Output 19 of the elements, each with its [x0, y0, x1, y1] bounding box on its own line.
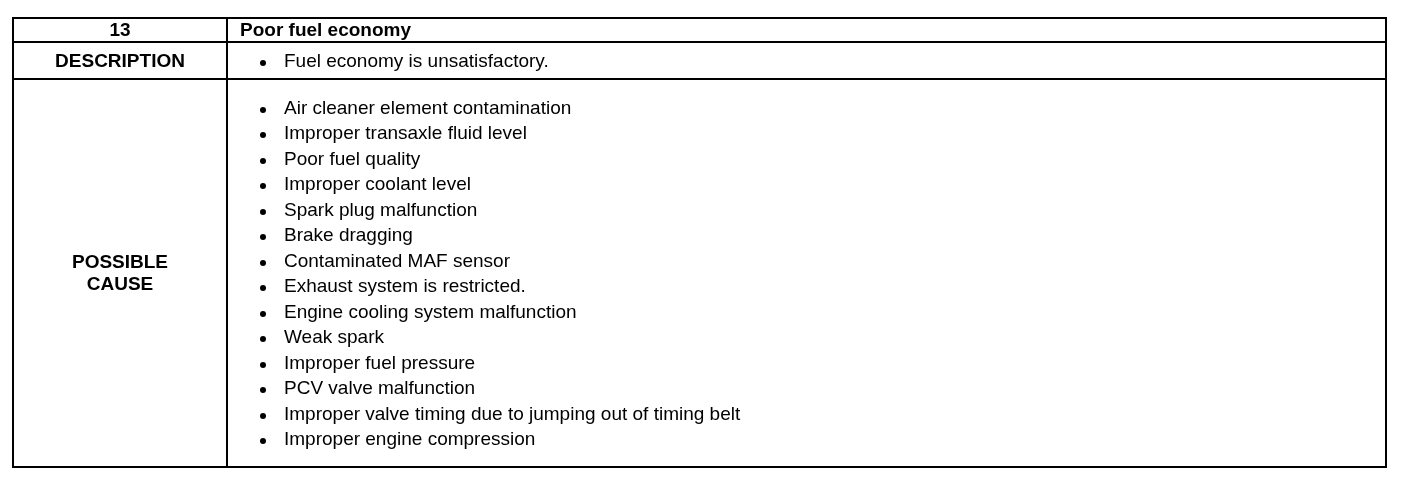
list-item: Poor fuel quality: [258, 147, 421, 169]
list-item: Weak spark: [258, 326, 384, 347]
list-item: Spark plug malfunction: [258, 198, 478, 220]
list-item: Air cleaner element contamination: [258, 96, 572, 118]
list-item: Improper coolant level: [258, 173, 471, 194]
list-item: Exhaust system is restricted.: [258, 275, 526, 296]
list-item: Improper fuel pressure: [258, 351, 476, 373]
list-item: Improper transaxle fluid level: [258, 122, 527, 143]
list-item: Fuel economy is unsatisfactory.: [258, 49, 549, 71]
list-item: Contaminated MAF sensor: [258, 249, 510, 271]
list-item: Engine cooling system malfunction: [258, 300, 577, 322]
row-header: POSSIBLE CAUSE: [70, 251, 170, 295]
list-item: PCV valve malfunction: [258, 377, 476, 398]
list-item: Improper valve timing due to jumping out of timing belt: [258, 402, 741, 424]
item-number: 13: [109, 19, 131, 40]
list-item: Brake dragging: [258, 224, 413, 245]
list-item: Improper engine compression: [258, 428, 536, 449]
symptom-title: Poor fuel economy: [240, 19, 412, 40]
row-header: DESCRIPTION: [55, 49, 185, 71]
